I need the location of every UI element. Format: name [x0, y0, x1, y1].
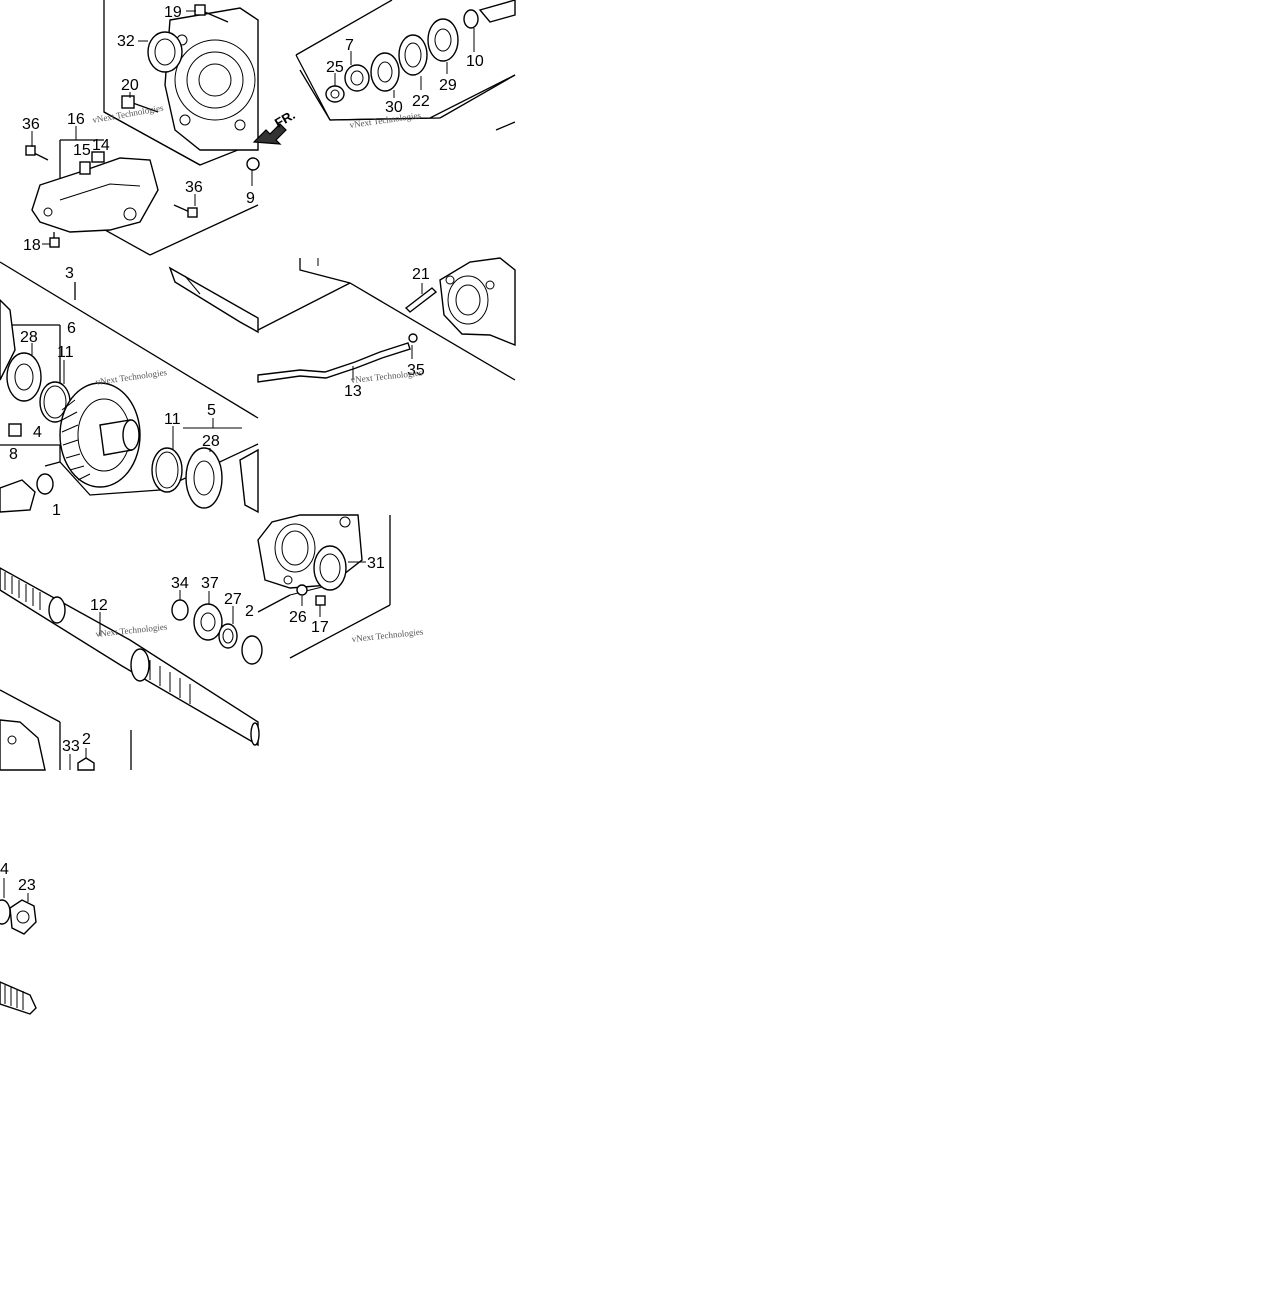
bolt-36a: [25, 145, 36, 156]
callout-18: 18: [23, 237, 41, 254]
callout-28-lower: 28: [202, 433, 220, 450]
bolt-8: [8, 423, 22, 437]
callout-32: 32: [117, 33, 135, 50]
bolt-19: [194, 4, 206, 16]
callout-27: 27: [224, 591, 242, 608]
tile-middle-left: 3 6 28 11 8 4 11 5 28 1 vNext Technologi…: [0, 261, 259, 519]
tile-bottom-left: 4 23: [0, 861, 37, 1015]
nut-25: [325, 85, 345, 103]
callout-19: 19: [164, 4, 182, 21]
callout-21: 21: [412, 266, 430, 283]
callout-22: 22: [412, 93, 430, 110]
callout-37: 37: [201, 575, 219, 592]
tile-top-left: FR. 19 32 20 36 16 15 14 36 9 18 vNext T…: [22, 0, 516, 256]
bolt-20: [121, 95, 135, 109]
bearing-28-lower: [185, 447, 223, 509]
washer-37: [193, 603, 223, 641]
breather-tube-13: [257, 342, 411, 383]
bolt-17: [315, 595, 326, 606]
callout-9: 9: [246, 190, 255, 207]
callout-30: 30: [385, 99, 403, 116]
callout-4: 4: [33, 424, 42, 441]
callout-3: 3: [65, 265, 74, 282]
callout-33: 33: [62, 738, 80, 755]
callout-23: 23: [18, 877, 36, 894]
callout-10: 10: [466, 53, 484, 70]
stud-21: [404, 287, 438, 313]
callout-13: 13: [344, 383, 362, 400]
nut-23: [9, 899, 37, 935]
guard-16: [31, 157, 159, 233]
callout-7: 7: [345, 37, 354, 54]
washer-9: [246, 157, 260, 171]
callout-26: 26: [289, 609, 307, 626]
shim-11-lower: [151, 447, 183, 493]
callout-6: 6: [67, 320, 76, 337]
nut-2-lower: [77, 757, 95, 771]
seal-27: [218, 623, 238, 649]
washer-26: [296, 584, 308, 596]
watermark-6: vNext Technologies: [351, 626, 424, 644]
front-direction-label: FR.: [272, 107, 298, 130]
clip-35: [408, 333, 418, 343]
watermark-5: vNext Technologies: [95, 621, 168, 639]
watermark-4: vNext Technologies: [350, 367, 423, 385]
callout-1: 1: [52, 502, 61, 519]
callout-34: 34: [171, 575, 189, 592]
callout-20: 20: [121, 77, 139, 94]
callout-2-upper: 2: [245, 603, 254, 620]
callout-36-lower: 36: [185, 179, 203, 196]
bolt-36b: [187, 207, 198, 218]
callout-35: 35: [407, 362, 425, 379]
callout-14: 14: [92, 137, 110, 154]
tile-lower-left: 34 37 27 12 33 2 vNext Technologies: [0, 567, 263, 771]
callout-4-lower: 4: [0, 861, 9, 878]
final-drive-housing: [439, 257, 516, 347]
gear-7: [344, 64, 370, 92]
bearing-29: [427, 18, 459, 62]
callout-8: 8: [9, 446, 18, 463]
ring-34: [171, 599, 189, 621]
plug-15: [79, 161, 91, 175]
callout-5: 5: [207, 402, 216, 419]
collar-30: [370, 52, 400, 92]
callout-31: 31: [367, 555, 385, 572]
ring-10: [463, 9, 479, 29]
callout-36-upper: 36: [22, 116, 40, 133]
tile-middle-right: 21 35 13 vNext Technologies: [257, 257, 516, 400]
front-arrow-icon: [252, 123, 287, 145]
ring-gear: [59, 382, 141, 488]
pinion-1: [0, 479, 36, 513]
tile-top-right: 7 25 30 22 29 10 vNext Technologies: [295, 0, 516, 131]
callout-25: 25: [326, 59, 344, 76]
cap-14: [91, 151, 105, 163]
callout-2-lower: 2: [82, 731, 91, 748]
callout-28-upper: 28: [20, 329, 38, 346]
oil-seal-31: [313, 545, 347, 591]
axle-shaft-12: [0, 567, 260, 747]
callout-11-lower: 11: [164, 411, 181, 428]
oil-seal-32: [147, 31, 183, 73]
hub-housing: [257, 514, 363, 589]
bearing-28-upper: [6, 352, 42, 402]
callout-11-upper: 11: [57, 344, 74, 361]
callout-15: 15: [73, 142, 91, 159]
callout-16: 16: [67, 111, 85, 128]
washer-4-lower: [0, 899, 11, 925]
callout-17: 17: [311, 619, 329, 636]
watermark-3: vNext Technologies: [95, 367, 168, 387]
tile-lower-middle: 31 2 26 17 vNext Technologies: [245, 514, 424, 659]
callout-12: 12: [90, 597, 108, 614]
callout-29: 29: [439, 77, 457, 94]
bearing-22: [398, 34, 428, 76]
bolt-18: [49, 237, 60, 248]
